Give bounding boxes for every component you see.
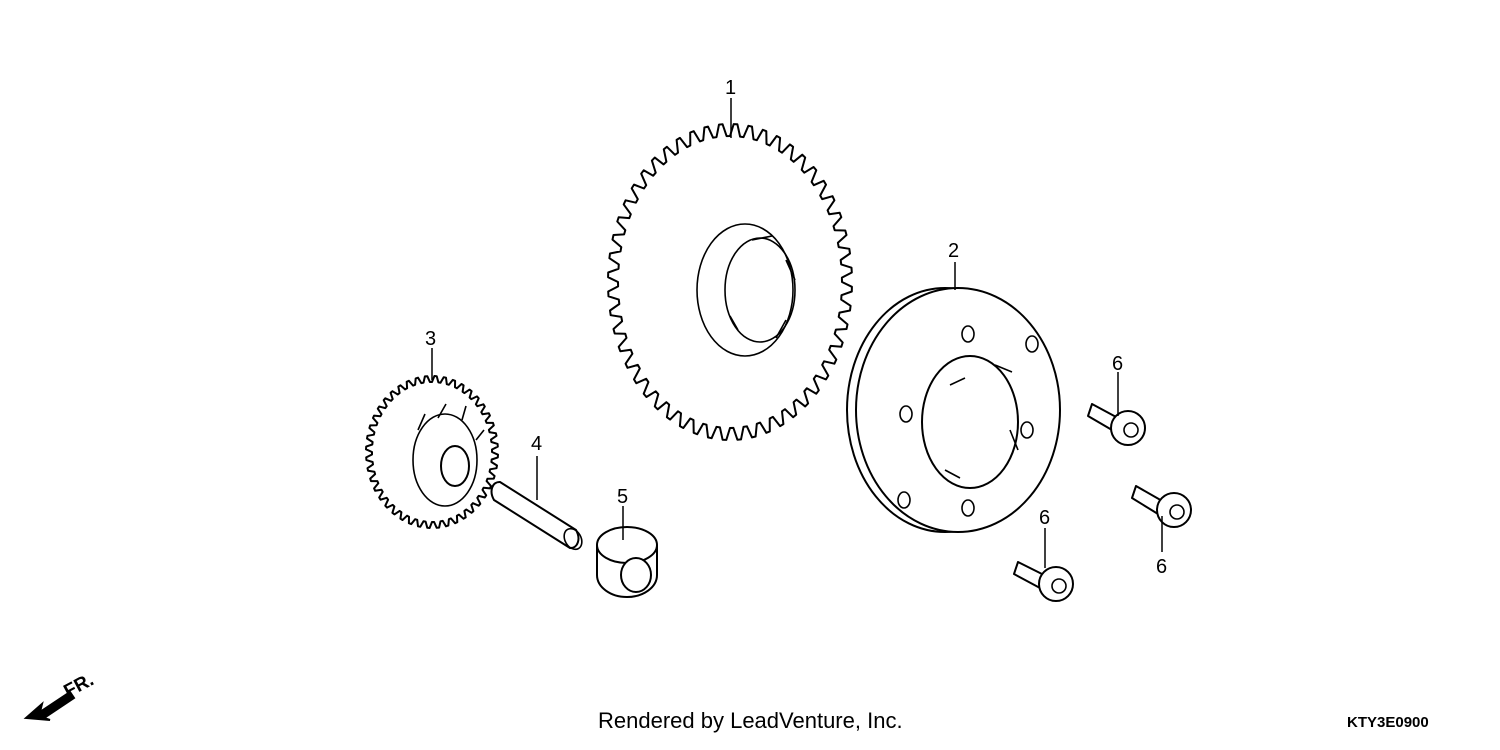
bolt-c-socket bbox=[1051, 578, 1067, 594]
callout-5[interactable]: 5 bbox=[617, 486, 628, 508]
idle-gear-small-teeth bbox=[417, 403, 485, 441]
collar-bore bbox=[620, 557, 652, 593]
shaft-end bbox=[563, 527, 583, 551]
idle-gear-bore bbox=[440, 445, 470, 487]
bolt-a-socket bbox=[1123, 422, 1139, 438]
gear-teeth-outline bbox=[607, 123, 853, 441]
callout-6-top[interactable]: 6 bbox=[1112, 353, 1123, 375]
part-4-shaft[interactable] bbox=[490, 481, 586, 553]
part-1-driven-gear[interactable] bbox=[607, 123, 853, 441]
collar-top bbox=[596, 526, 658, 564]
part-5-collar[interactable] bbox=[596, 526, 658, 598]
idle-gear-teeth bbox=[365, 375, 499, 529]
part-6-bolt-a[interactable] bbox=[1087, 403, 1146, 446]
bolt-c-head bbox=[1038, 566, 1074, 602]
part-3-idle-gear[interactable] bbox=[365, 375, 499, 529]
shaft-body bbox=[490, 481, 580, 549]
clutch-rollers bbox=[944, 364, 1019, 479]
front-direction-indicator: FR. bbox=[23, 670, 97, 721]
callout-4[interactable]: 4 bbox=[531, 433, 542, 455]
clutch-inner-bore bbox=[921, 355, 1019, 489]
callout-6-right[interactable]: 6 bbox=[1156, 556, 1167, 578]
callout-2[interactable]: 2 bbox=[948, 240, 959, 262]
drawing-code: KTY3E0900 bbox=[1347, 714, 1429, 731]
leader-lines bbox=[431, 98, 1163, 568]
bolt-b-socket bbox=[1169, 504, 1185, 520]
gear-hub-outer bbox=[696, 223, 794, 357]
hub-splines bbox=[729, 235, 796, 339]
callout-3[interactable]: 3 bbox=[425, 328, 436, 350]
front-arrow-icon bbox=[23, 690, 76, 721]
part-6-bolt-c[interactable] bbox=[1013, 561, 1074, 602]
part-6-bolt-b[interactable] bbox=[1131, 485, 1192, 528]
callout-6-bottom[interactable]: 6 bbox=[1039, 507, 1050, 529]
footer-credit: Rendered by LeadVenture, Inc. bbox=[598, 708, 903, 733]
part-2-starter-clutch[interactable] bbox=[846, 287, 1061, 533]
bolt-a-head bbox=[1110, 410, 1146, 446]
idle-gear-boss bbox=[412, 413, 478, 507]
clutch-bolt-holes bbox=[897, 325, 1039, 517]
bolt-b-head bbox=[1156, 492, 1192, 528]
callout-1[interactable]: 1 bbox=[725, 77, 736, 99]
